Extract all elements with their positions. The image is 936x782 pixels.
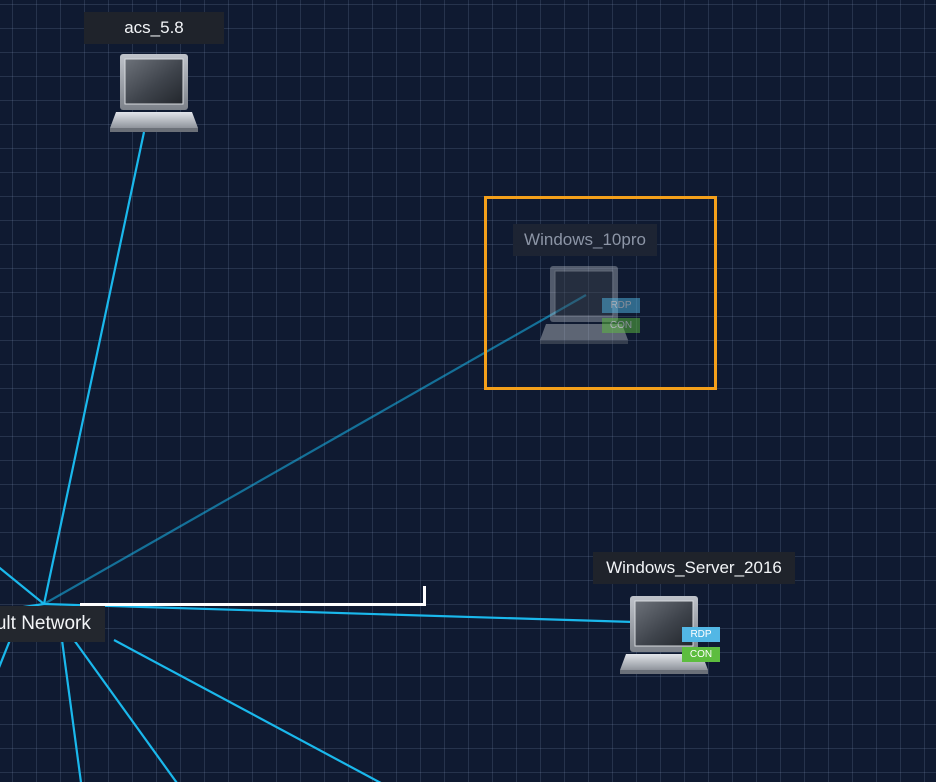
link-offscreen-5[interactable] xyxy=(73,639,182,782)
selection-box[interactable] xyxy=(484,196,717,390)
link-windows10[interactable] xyxy=(43,294,587,605)
link-offscreen-6[interactable] xyxy=(113,639,394,782)
rdp-badge-winserver[interactable]: RDP xyxy=(682,627,720,642)
network-label[interactable]: fault Network xyxy=(0,606,105,642)
con-badge-windows10[interactable]: CON xyxy=(602,318,640,333)
link-offscreen-3[interactable] xyxy=(0,639,12,690)
laptop-icon xyxy=(110,54,198,132)
link-winserver[interactable] xyxy=(43,602,635,624)
node-label-acs[interactable]: acs_5.8 xyxy=(84,12,224,44)
link-acs[interactable] xyxy=(42,131,146,605)
node-acs[interactable] xyxy=(110,52,200,136)
link-offscreen-1[interactable] xyxy=(0,560,45,605)
rdp-badge-windows10[interactable]: RDP xyxy=(602,298,640,313)
node-label-winserver[interactable]: Windows_Server_2016 xyxy=(593,552,795,584)
link-offscreen-4[interactable] xyxy=(60,639,83,782)
node-label-windows10[interactable]: Windows_10pro xyxy=(513,224,657,256)
network-bracket xyxy=(80,586,426,606)
con-badge-winserver[interactable]: CON xyxy=(682,647,720,662)
